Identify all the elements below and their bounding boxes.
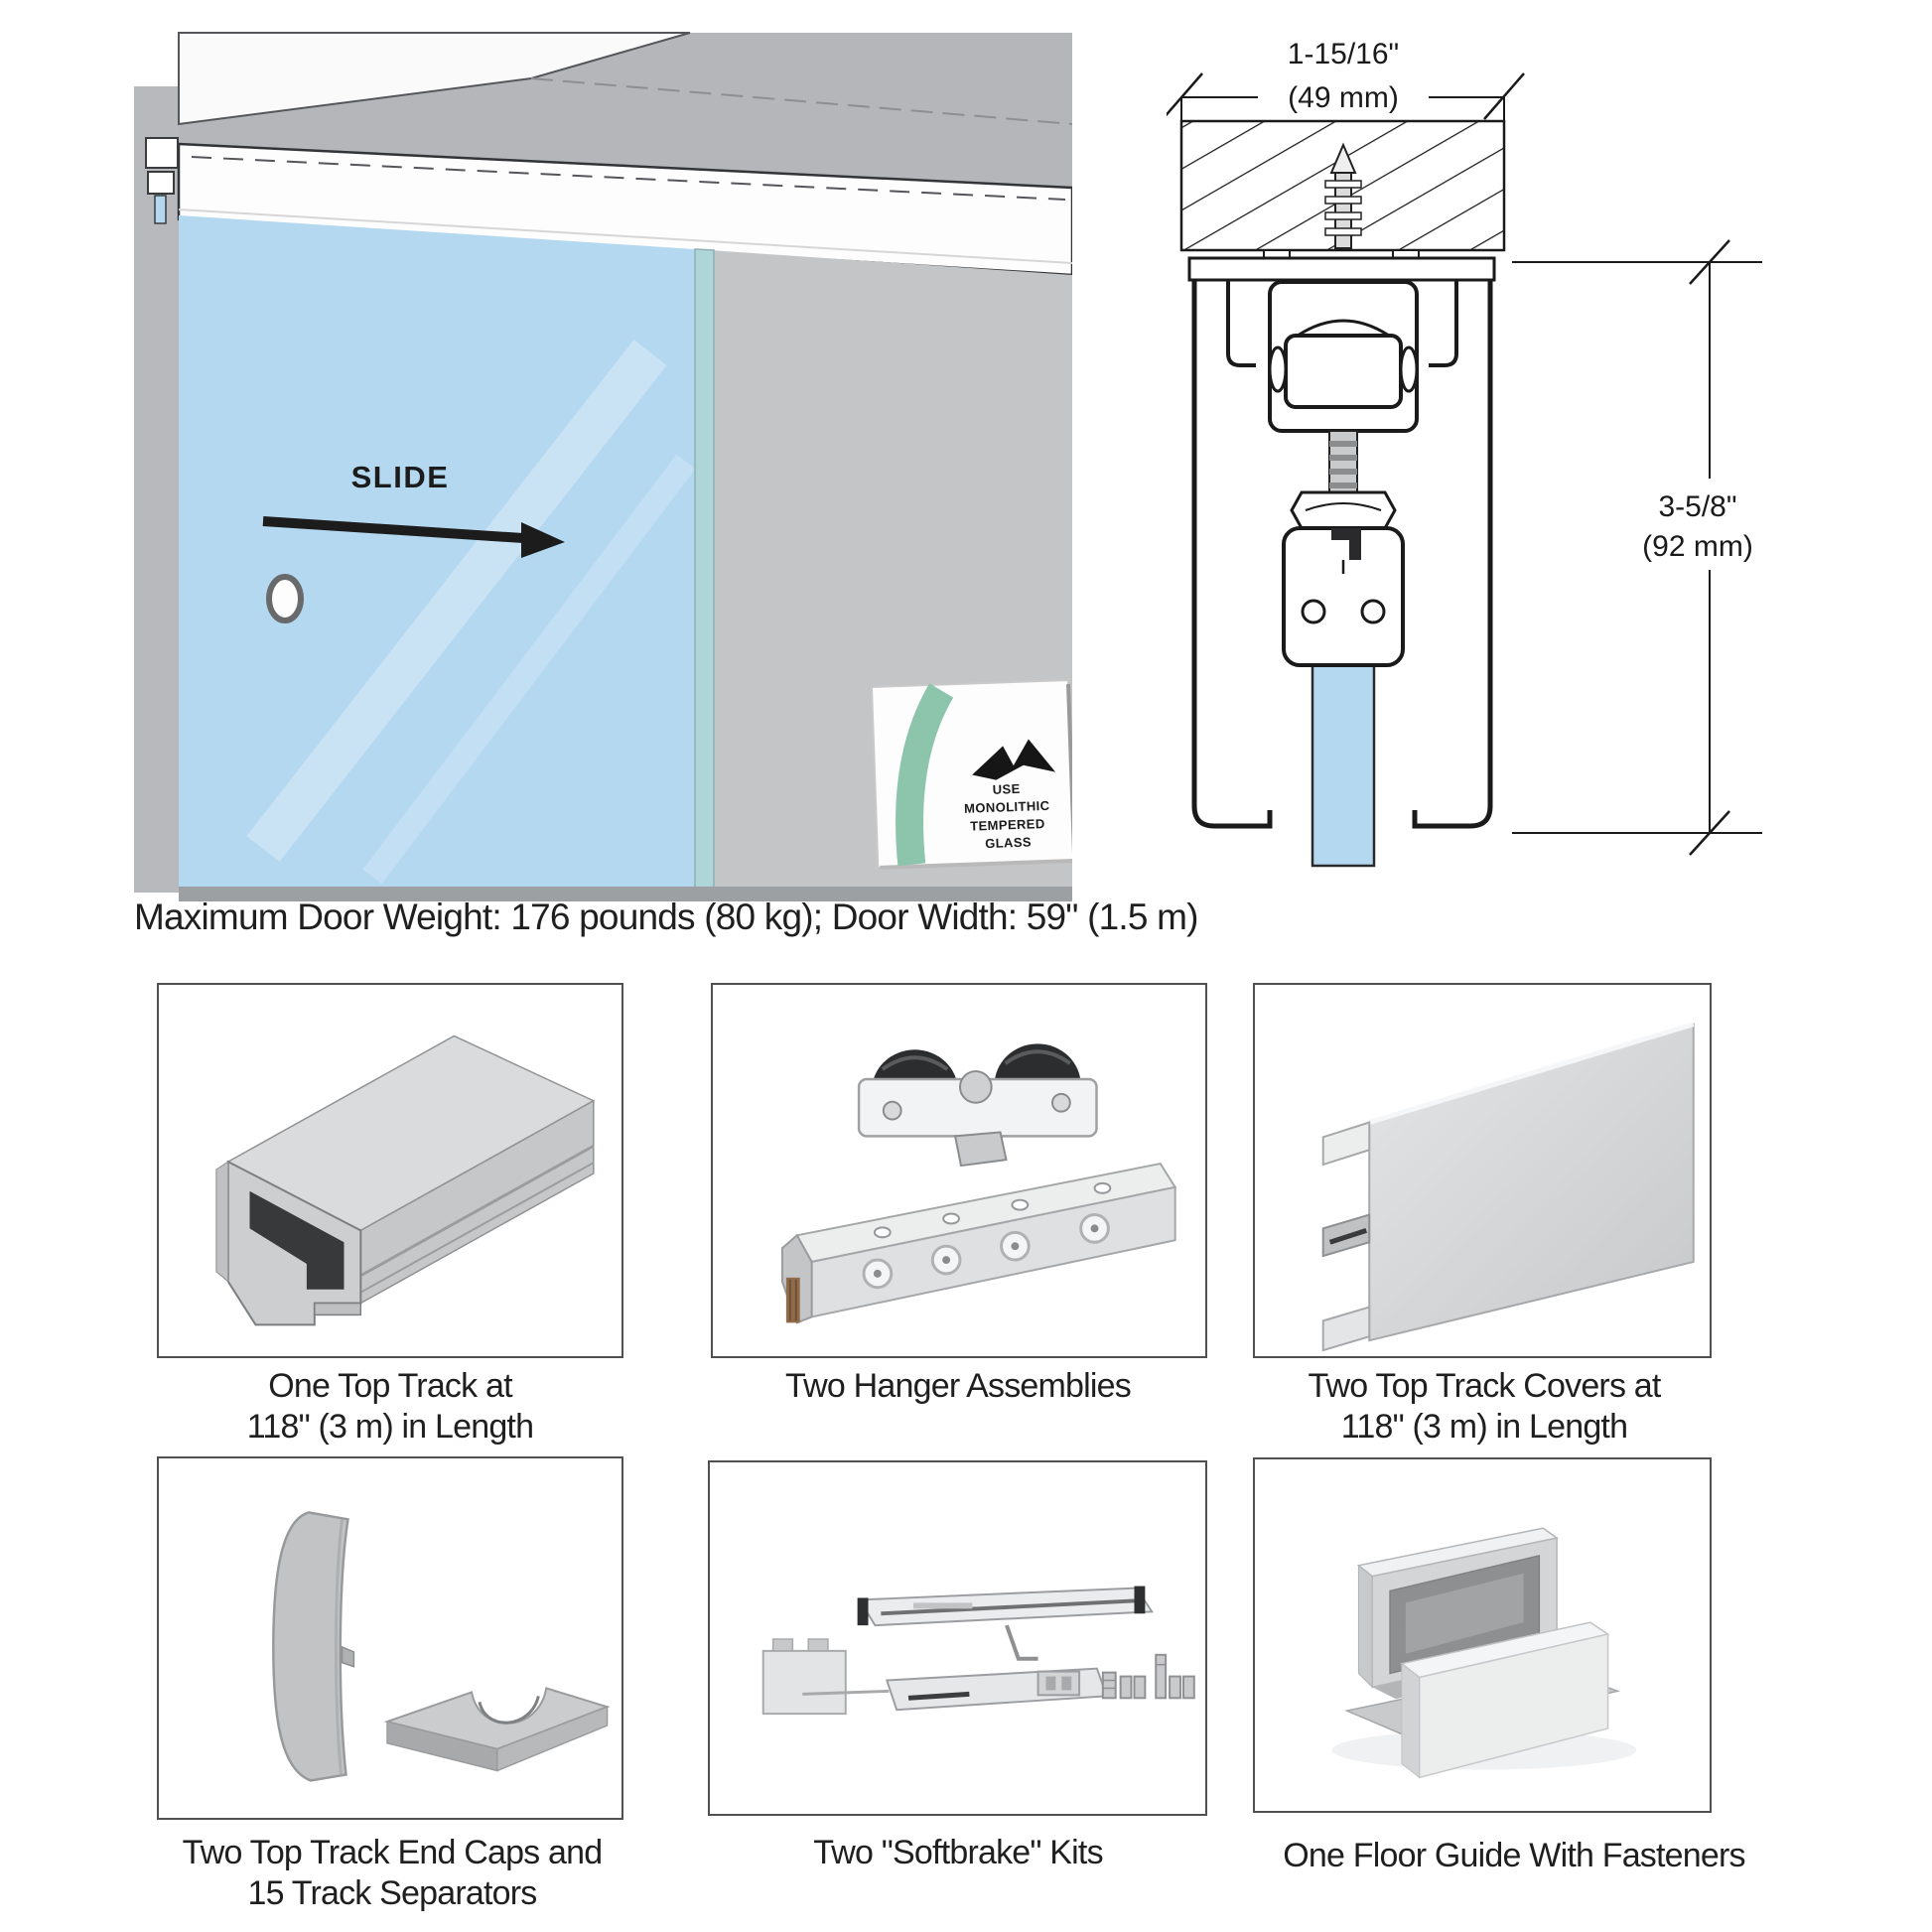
floor-guide-image	[1331, 1527, 1637, 1779]
caption-endcaps-line1: Two Top Track End Caps and	[182, 1834, 604, 1871]
door-illustration-svg: SLIDE USE MONOLITHIC TEMPERED GLASS	[134, 32, 1077, 901]
glass-highlight	[246, 340, 667, 862]
header-seam	[178, 208, 1073, 264]
caption-covers-line1: Two Top Track Covers at	[1308, 1367, 1661, 1405]
dim-slash-right	[1483, 72, 1525, 120]
ceiling-fold-line	[530, 77, 1073, 125]
floor-strip	[179, 887, 1072, 901]
roller-groove	[1297, 319, 1390, 338]
hanger-assembly-image	[780, 1043, 1177, 1324]
cert-green-band	[896, 683, 954, 867]
slide-arrow-icon	[262, 516, 565, 558]
cert-line-3: TEMPERED	[970, 816, 1045, 834]
certification-label: USE MONOLITHIC TEMPERED GLASS	[870, 679, 1077, 870]
clamp-screw-left	[1301, 599, 1326, 624]
caption-softbrake-line1: Two "Softbrake" Kits	[813, 1834, 1103, 1871]
height-dim-line1: 3-5/8"	[1658, 490, 1736, 523]
width-dim-line2: (49 mm)	[1288, 81, 1399, 114]
end-caps-image	[272, 1511, 611, 1782]
caption-top-track-line1: One Top Track at	[268, 1367, 512, 1405]
caption-track-covers: Two Top Track Covers at 118" (3 m) in Le…	[1221, 1366, 1747, 1448]
header-end-section-icon	[145, 137, 179, 224]
component-image-softbrake	[708, 1460, 1207, 1816]
cert-logo-icon	[972, 739, 1056, 780]
track-flange-right	[1429, 280, 1458, 367]
height-dimension: 3-5/8" (92 mm)	[1512, 239, 1762, 856]
component-image-end-caps	[157, 1456, 623, 1820]
door-handle	[266, 574, 304, 623]
caption-endcaps-line2: 15 Track Separators	[247, 1873, 538, 1912]
caption-floorguide-line1: One Floor Guide With Fasteners	[1283, 1837, 1745, 1874]
cross-section-diagram: 1-15/16" (49 mm)	[1162, 12, 1802, 884]
caption-covers-line2: 118" (3 m) in Length	[1340, 1407, 1628, 1446]
caption-softbrake: Two "Softbrake" Kits	[675, 1833, 1241, 1873]
caption-top-track: One Top Track at 118" (3 m) in Length	[157, 1366, 623, 1448]
mounting-screw-icon	[1324, 142, 1362, 249]
dim-slash-top	[1689, 239, 1730, 285]
width-dim-line1: 1-15/16"	[1288, 38, 1399, 70]
max-weight-spec-text: Maximum Door Weight: 176 pounds (80 kg);…	[134, 897, 1199, 937]
component-image-track-cover	[1253, 983, 1712, 1358]
dim-slash-left	[1162, 72, 1203, 120]
glass-highlight-2	[362, 454, 696, 885]
caption-top-track-line2: 118" (3 m) in Length	[246, 1407, 534, 1446]
track-cover-left-profile	[1191, 280, 1273, 829]
cert-line-2: MONOLITHIC	[964, 798, 1050, 816]
component-image-hanger-assembly	[711, 983, 1207, 1358]
track-cover-image	[1321, 1022, 1695, 1352]
cert-line-4: GLASS	[985, 834, 1032, 851]
component-image-floor-guide	[1253, 1457, 1712, 1813]
glass-door-panel	[179, 215, 695, 891]
track-flange-left	[1226, 280, 1256, 367]
caption-floor-guide: One Floor Guide With Fasteners	[1221, 1836, 1807, 1876]
caption-hanger-line1: Two Hanger Assemblies	[785, 1367, 1132, 1405]
door-illustration: SLIDE USE MONOLITHIC TEMPERED GLASS	[134, 25, 1077, 908]
caption-hanger-assemblies: Two Hanger Assemblies	[675, 1366, 1241, 1407]
dim-slash-bottom	[1689, 810, 1730, 856]
component-image-top-track	[157, 983, 623, 1358]
glass-door-edge	[694, 248, 715, 892]
axle-right	[1399, 345, 1419, 393]
track-top-plate	[1187, 256, 1496, 282]
clamp-screw-right	[1360, 599, 1386, 624]
roller-wheel	[1284, 334, 1403, 409]
height-dim-line2: (92 mm)	[1642, 530, 1753, 563]
clamp-hook	[1331, 528, 1361, 560]
cert-line-1: USE	[992, 781, 1020, 797]
track-cover-right-profile	[1412, 280, 1493, 829]
cross-section-svg: 1-15/16" (49 mm)	[1162, 38, 1762, 868]
glass-clamp	[1282, 526, 1405, 667]
softbrake-kit-image	[761, 1586, 1195, 1716]
slide-label: SLIDE	[351, 460, 450, 494]
caption-end-caps: Two Top Track End Caps and 15 Track Sepa…	[119, 1833, 665, 1914]
axle-left	[1268, 345, 1288, 393]
top-track-image	[215, 1035, 596, 1326]
width-dimension: 1-15/16" (49 mm)	[1162, 38, 1525, 121]
header-dashed-edge	[191, 156, 1066, 201]
